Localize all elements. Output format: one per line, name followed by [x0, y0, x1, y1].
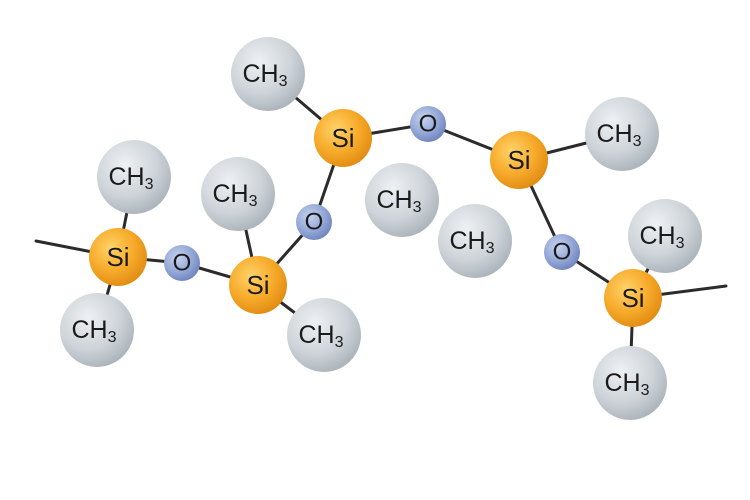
silicon-atom-si4: Si — [490, 131, 548, 189]
methyl-label: CH3 — [108, 163, 153, 193]
oxygen-label: O — [419, 111, 438, 138]
methyl-group-sphere — [593, 346, 667, 420]
methyl-group-sphere — [60, 293, 134, 367]
methyl-label-subscript: 3 — [279, 73, 288, 90]
silicon-label: Si — [507, 145, 530, 175]
methyl-label-subscript: 3 — [145, 176, 154, 193]
silicon-atom-sphere — [490, 131, 548, 189]
methyl-label-subscript: 3 — [641, 382, 650, 399]
methyl-label-main: CH — [449, 227, 485, 255]
silicon-atom-si2: Si — [229, 256, 287, 314]
methyl-label: CH3 — [212, 180, 257, 210]
methyl-label-main: CH — [639, 222, 675, 250]
methyl-group-m10: CH3 — [593, 346, 667, 420]
oxygen-label: O — [305, 209, 324, 236]
oxygen-atom-o4: O — [544, 234, 580, 270]
methyl-group-sphere — [365, 163, 439, 237]
methyl-label-main: CH — [604, 369, 640, 397]
methyl-label-subscript: 3 — [108, 329, 117, 346]
methyl-label-main: CH — [212, 180, 248, 208]
methyl-group-sphere — [231, 37, 305, 111]
methyl-label-main: CH — [376, 186, 412, 214]
methyl-group-sphere — [287, 298, 361, 372]
methyl-group-m5: CH3 — [231, 37, 305, 111]
oxygen-atom-sphere — [544, 234, 580, 270]
methyl-group-sphere — [201, 157, 275, 231]
methyl-group-m9: CH3 — [628, 199, 702, 273]
atoms: CH3CH3CH3CH3CH3CH3CH3CH3CH3CH3OOOOSiSiSi… — [60, 37, 702, 420]
methyl-label-main: CH — [596, 120, 632, 148]
methyl-label: CH3 — [639, 222, 684, 252]
methyl-group-m2: CH3 — [60, 293, 134, 367]
methyl-label: CH3 — [242, 60, 287, 90]
silicon-atom-si5: Si — [604, 269, 662, 327]
methyl-label-subscript: 3 — [676, 235, 685, 252]
oxygen-atom-sphere — [410, 106, 446, 142]
methyl-label-main: CH — [298, 321, 334, 349]
methyl-group-m7: CH3 — [438, 204, 512, 278]
silicon-label: Si — [331, 123, 354, 153]
silicon-label: Si — [621, 283, 644, 313]
methyl-group-m3: CH3 — [201, 157, 275, 231]
oxygen-atom-o3: O — [410, 106, 446, 142]
oxygen-atom-o2: O — [296, 204, 332, 240]
methyl-group-m6: CH3 — [365, 163, 439, 237]
methyl-label: CH3 — [298, 321, 343, 351]
methyl-group-sphere — [585, 97, 659, 171]
silicon-atom-sphere — [89, 228, 147, 286]
silicon-label: Si — [246, 270, 269, 300]
silicon-label: Si — [106, 242, 129, 272]
silicon-atom-si3: Si — [314, 109, 372, 167]
methyl-label: CH3 — [449, 227, 494, 257]
oxygen-label: O — [553, 239, 572, 266]
methyl-group-sphere — [628, 199, 702, 273]
methyl-group-sphere — [438, 204, 512, 278]
methyl-label: CH3 — [71, 316, 116, 346]
silicon-atom-sphere — [314, 109, 372, 167]
oxygen-atom-sphere — [296, 204, 332, 240]
methyl-label: CH3 — [604, 369, 649, 399]
methyl-label-subscript: 3 — [413, 199, 422, 216]
methyl-group-m8: CH3 — [585, 97, 659, 171]
oxygen-atom-sphere — [164, 245, 200, 281]
methyl-label-main: CH — [71, 316, 107, 344]
methyl-label: CH3 — [376, 186, 421, 216]
methyl-group-m1: CH3 — [97, 140, 171, 214]
methyl-group-m4: CH3 — [287, 298, 361, 372]
methyl-label-main: CH — [242, 60, 278, 88]
methyl-label-subscript: 3 — [335, 334, 344, 351]
methyl-group-sphere — [97, 140, 171, 214]
methyl-label: CH3 — [596, 120, 641, 150]
methyl-label-subscript: 3 — [633, 133, 642, 150]
silicon-atom-sphere — [604, 269, 662, 327]
silicon-atom-sphere — [229, 256, 287, 314]
oxygen-label: O — [173, 250, 192, 277]
silicon-atom-si1: Si — [89, 228, 147, 286]
oxygen-atom-o1: O — [164, 245, 200, 281]
methyl-label-subscript: 3 — [249, 193, 258, 210]
methyl-label-subscript: 3 — [486, 240, 495, 257]
methyl-label-main: CH — [108, 163, 144, 191]
